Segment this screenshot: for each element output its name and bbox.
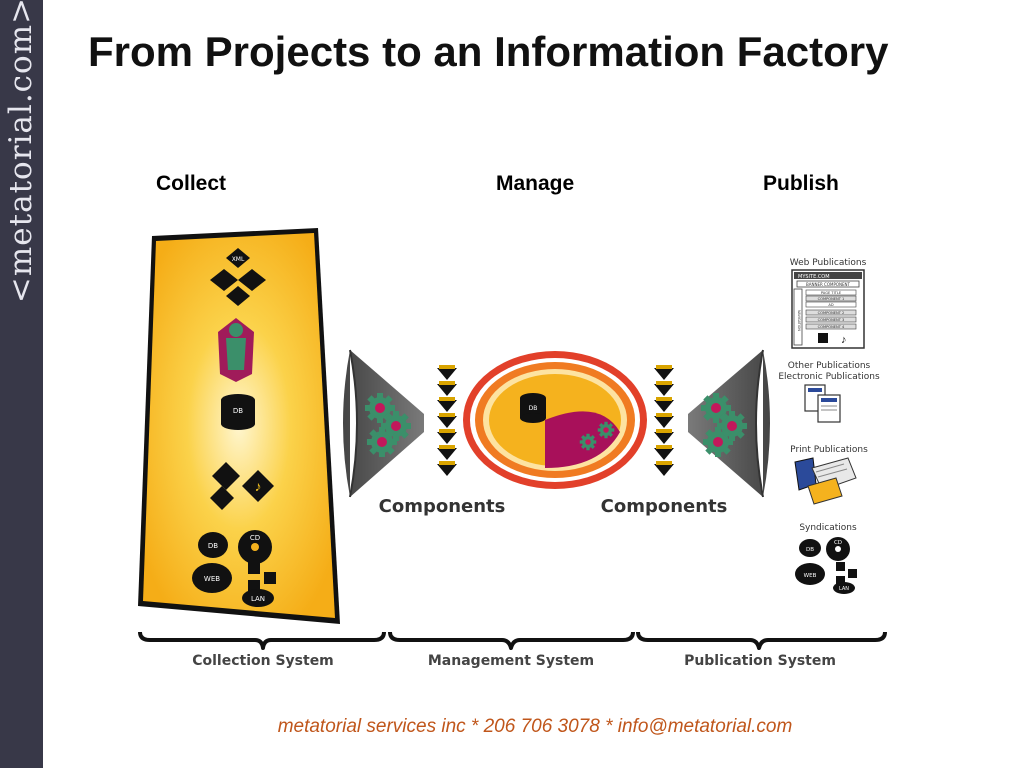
output-label-electronic: Electronic Publications xyxy=(778,372,880,382)
web-page-mockup-icon: MYSITE.COM BANNER COMPONENT PAGE TITLE C… xyxy=(791,269,865,349)
gear-icon xyxy=(703,427,733,457)
mock-page-title-text: PAGE TITLE xyxy=(821,291,842,295)
publication-system-label: Publication System xyxy=(684,653,836,669)
components-label-right: Components xyxy=(601,496,728,517)
data-sources-cluster-icon: DB CD WEB LAN xyxy=(192,530,276,607)
badge-web-text: WEB xyxy=(204,575,220,583)
output-label-other: Other Publications xyxy=(788,361,871,371)
badge-db-text-4: DB xyxy=(806,547,814,553)
print-publications-icon xyxy=(794,457,857,505)
gear-icon xyxy=(367,427,397,457)
output-label-syndications: Syndications xyxy=(799,523,857,533)
database-icon: DB xyxy=(520,393,546,423)
xml-components-stream-right xyxy=(654,365,674,476)
mock-nav-text: NAVIGATION xyxy=(797,310,801,331)
publication-funnel xyxy=(688,349,770,498)
badge-web-text-2: WEB xyxy=(804,573,817,579)
stage-label-publish: Publish xyxy=(763,172,839,195)
badge-cd-text-2: CD xyxy=(834,540,842,546)
badge-xml-text: XML xyxy=(232,256,245,263)
publish-outputs: Web Publications MYSITE.COM BANNER COMPO… xyxy=(778,258,880,594)
syndication-channels-icon: DB CD WEB LAN xyxy=(795,537,857,594)
badge-db-text: DB xyxy=(233,407,243,415)
output-label-web: Web Publications xyxy=(790,258,867,268)
badge-cd-text: CD xyxy=(250,534,260,542)
badge-lan-text: LAN xyxy=(251,595,265,603)
collection-system-label: Collection System xyxy=(192,653,334,669)
components-label-left: Components xyxy=(379,496,506,517)
slide-title: From Projects to an Information Factory xyxy=(88,28,889,75)
collection-funnel xyxy=(343,349,424,498)
badge-db-text-2: DB xyxy=(208,542,218,550)
xml-components-stream-left xyxy=(437,365,457,476)
badge-lan-text-2: LAN xyxy=(839,586,849,592)
mock-component-1-text: COMPONENT 1 xyxy=(818,297,845,301)
media-files-icon: ♪ xyxy=(210,462,274,510)
svg-text:♪: ♪ xyxy=(255,478,262,494)
mock-component-2-text: COMPONENT 2 xyxy=(818,311,845,315)
collect-panel: XML DB ♪ DB xyxy=(138,228,340,624)
stage-label-manage: Manage xyxy=(496,172,575,195)
footer-contact: metatorial services inc * 206 706 3078 *… xyxy=(277,716,793,737)
badge-db-text-3: DB xyxy=(529,405,538,412)
mock-url-text: MYSITE.COM xyxy=(798,274,830,280)
xml-documents-icon: XML xyxy=(210,248,266,306)
system-brackets xyxy=(138,631,887,650)
author-person-icon xyxy=(218,318,254,382)
mock-component-4-text: COMPONENT 4 xyxy=(818,325,845,329)
mock-banner-text: BANNER COMPONENT xyxy=(806,282,851,287)
stage-label-collect: Collect xyxy=(156,172,227,195)
sidebar-strip: <metatorial.com> xyxy=(0,0,43,768)
content-repository-icon: DB xyxy=(463,351,647,489)
svg-text:♪: ♪ xyxy=(841,334,847,346)
output-label-print: Print Publications xyxy=(790,445,868,455)
electronic-documents-icon xyxy=(804,384,841,423)
mock-ad-text: AD xyxy=(828,303,833,307)
mock-component-3-text: COMPONENT 3 xyxy=(818,318,845,322)
database-icon: DB xyxy=(221,394,255,430)
management-system-label: Management System xyxy=(428,653,594,669)
